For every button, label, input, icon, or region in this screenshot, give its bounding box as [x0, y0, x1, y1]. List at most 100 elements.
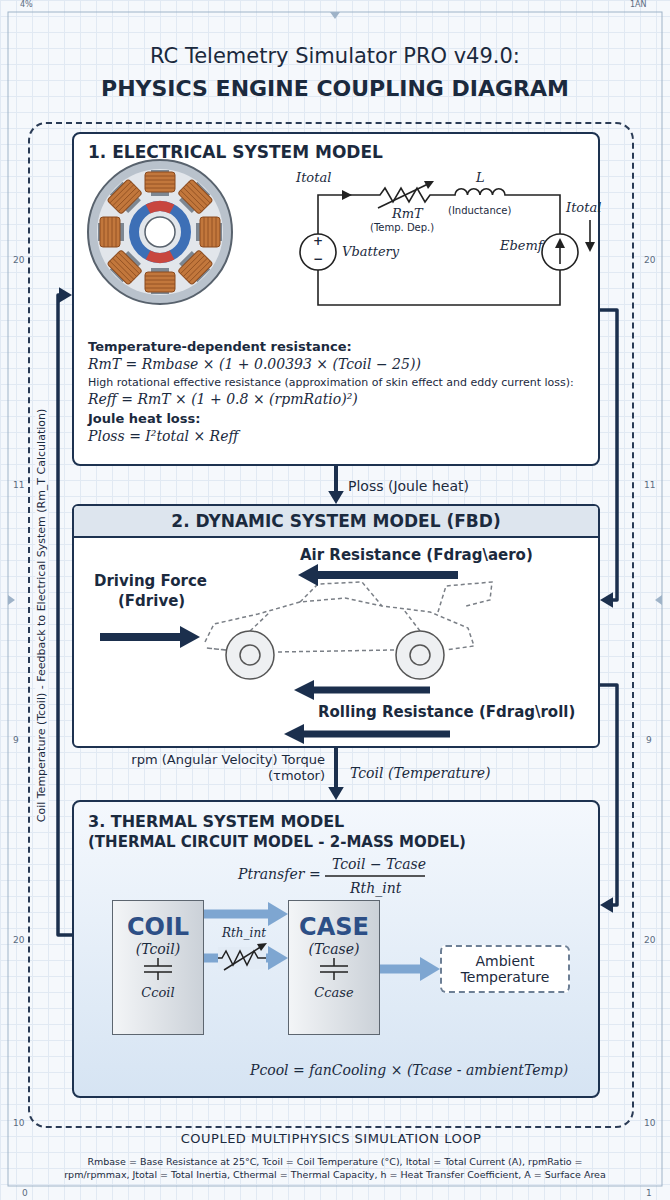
circuit-schematic	[318, 188, 560, 305]
ruler-frame	[330, 12, 340, 19]
arrow-head	[328, 787, 344, 800]
annotation-label: (Fdrive)	[118, 592, 185, 610]
buggy-illustration	[438, 582, 492, 612]
buggy-illustration	[396, 631, 444, 679]
annotation-label: Itotal	[566, 200, 601, 215]
motor-illustration	[88, 160, 232, 304]
connector-line	[380, 965, 424, 974]
force-arrows	[100, 633, 180, 641]
connector-line	[334, 466, 338, 494]
connector-line	[204, 910, 272, 919]
circuit-schematic	[300, 181, 595, 305]
motor-illustration	[148, 255, 172, 258]
node-text: High rotational effective resistance (ap…	[88, 376, 584, 389]
thermal-symbols	[144, 876, 425, 980]
annotation-label: Pcool = fanCooling × (Tcase - ambientTem…	[250, 1062, 568, 1078]
arrow-head	[328, 491, 344, 504]
force-arrows	[180, 626, 200, 648]
motor-illustration	[106, 247, 146, 287]
arrow-head	[600, 592, 613, 608]
node-heading: CASE	[289, 913, 379, 941]
model-panel: 3. THERMAL SYSTEM MODEL(THERMAL CIRCUIT …	[72, 800, 600, 1098]
motor-illustration	[97, 169, 223, 295]
node-text: Ploss = I²total × Reff	[88, 428, 584, 444]
annotation-label: L	[476, 170, 485, 185]
annotation-label: Rth_int	[350, 880, 401, 896]
annotation-label: RmT	[392, 206, 423, 221]
circuit-schematic	[300, 234, 336, 270]
force-arrows	[284, 724, 304, 744]
node-text: Reff = RmT × (1 + 0.8 × (rpmRatio)²)	[88, 391, 584, 407]
margin-label: PHYSICS ENGINE COUPLING DIAGRAM	[0, 76, 670, 101]
connector-label: Ploss (Joule heat)	[348, 478, 469, 494]
force-arrows	[100, 564, 458, 744]
margin-label: 10	[13, 1118, 24, 1128]
connector-line	[334, 748, 338, 790]
margin-label: 20	[644, 935, 655, 945]
margin-label: 0	[22, 1188, 28, 1198]
thermal-symbols	[320, 958, 348, 980]
buggy-illustration	[226, 631, 274, 679]
motor-illustration	[175, 178, 215, 218]
annotation-label: (Inductance)	[448, 205, 511, 216]
annotation-label: −	[313, 252, 323, 266]
connector-label: Coil Temperature (Tcoil) - Feedback to E…	[36, 405, 49, 825]
margin-label: 20	[13, 255, 24, 265]
margin-label: 4%	[20, 0, 33, 9]
connector	[58, 287, 72, 935]
ruler-frame	[8, 12, 662, 1186]
arrow-head	[268, 902, 288, 926]
motor-illustration	[98, 217, 124, 247]
arrow-head	[600, 897, 613, 913]
thermal-symbols	[218, 951, 266, 965]
buggy-illustration	[250, 610, 420, 631]
buggy-illustration	[410, 645, 430, 665]
connector-line	[204, 954, 272, 963]
footnote-caption: Rmbase = Base Resistance at 25°C, Tcoil …	[55, 1155, 615, 1181]
annotation-label: Ptransfer =	[238, 866, 321, 882]
annotation-label: Itotal	[296, 170, 331, 185]
circuit-schematic	[555, 238, 565, 248]
connector	[328, 466, 344, 504]
motor-illustration	[175, 247, 215, 287]
force-arrows	[312, 687, 430, 694]
thermal-symbols	[144, 958, 172, 980]
connector	[328, 748, 344, 800]
margin-label: 11	[13, 480, 24, 490]
circuit-schematic	[342, 190, 352, 200]
node-text: RmT = Rmbase × (1 + 0.00393 × (Tcoil − 2…	[88, 356, 584, 372]
margin-label: 1	[646, 1188, 652, 1198]
connector-line	[600, 310, 617, 600]
connector	[600, 685, 617, 913]
thermal-symbols	[224, 946, 262, 970]
annotation-label: Tcoil (Temperature)	[350, 765, 491, 781]
model-panel: 1. ELECTRICAL SYSTEM MODELTemperature-de…	[72, 132, 600, 466]
node-text: (Tcase)	[289, 941, 379, 957]
node-text: (Tcoil)	[113, 941, 203, 957]
connector-label: rpm (Angular Velocity) Torque (τmotor)	[125, 752, 325, 784]
annotation-label: Rolling Resistance (Fdrag\roll)	[318, 703, 575, 721]
ambient-box: Ambient Temperature	[440, 945, 570, 993]
node-heading: COIL	[113, 913, 203, 941]
motor-illustration	[106, 178, 146, 218]
margin-label: 11	[644, 480, 655, 490]
thermal-symbols	[325, 875, 425, 877]
force-arrows	[298, 564, 318, 586]
circuit-schematic	[424, 181, 434, 189]
force-arrows	[302, 731, 450, 738]
annotation-label: Driving Force	[94, 572, 207, 590]
motor-illustration	[145, 268, 175, 294]
thermal-symbols	[218, 947, 266, 969]
annotation-label: Vbattery	[342, 244, 399, 259]
force-arrows	[294, 680, 314, 700]
margin-label: 20	[644, 255, 655, 265]
circuit-schematic	[585, 242, 595, 252]
connector	[204, 902, 288, 926]
margin-label: 9	[646, 735, 652, 745]
node-text: Ccase	[289, 985, 379, 1000]
arrow-head	[59, 287, 72, 303]
node-text: Temperature-dependent resistance:	[88, 339, 584, 354]
diagram-title: RC Telemetry Simulator PRO v49.0:	[0, 44, 670, 68]
